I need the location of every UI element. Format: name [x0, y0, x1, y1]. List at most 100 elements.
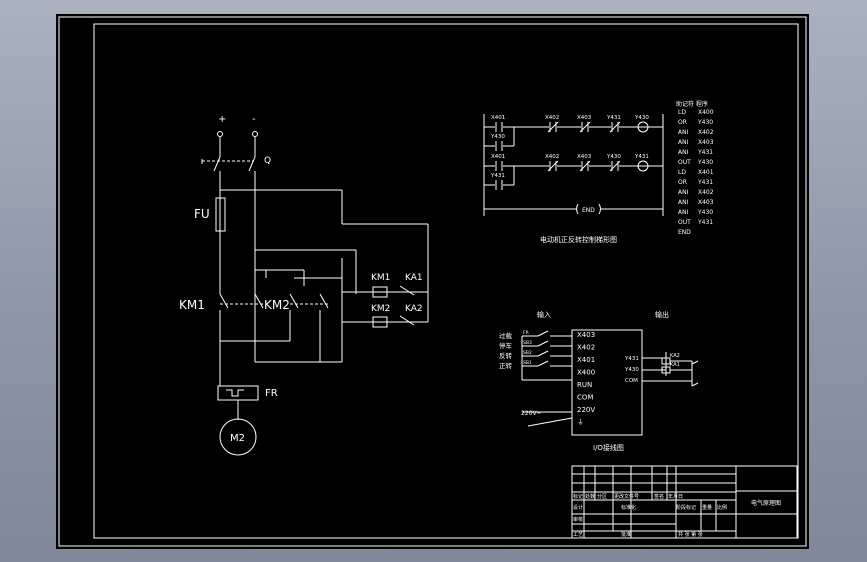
- motor-label: M2: [230, 433, 245, 444]
- plc-terminal-label: X400: [577, 369, 595, 377]
- instruction-mnemonic: LD: [678, 109, 686, 116]
- io-switch-label: SB3: [523, 340, 532, 346]
- ladder-coil-label: Y431: [634, 154, 649, 160]
- io-input-label: 反转: [499, 351, 513, 360]
- plc-terminal-label: X401: [577, 356, 595, 364]
- motor-symbol: [219, 418, 257, 456]
- instruction-operand: X401: [698, 169, 714, 176]
- instruction-mnemonic: OUT: [678, 219, 691, 226]
- title-cell: 处数: [585, 493, 595, 500]
- ladder-contact-label: X401: [491, 115, 505, 121]
- title-block-cells: 标记处数分区更改文件号签名年月日设计标准化阶段标记重量比例审核工艺批准共 张 第…: [573, 493, 727, 538]
- ladder-contact-label: Y431: [606, 115, 621, 121]
- overload-label: FR: [265, 388, 278, 399]
- drawing-name: 电气原理图: [751, 499, 781, 507]
- instruction-operand: X400: [698, 109, 714, 116]
- input-header: 输入: [537, 310, 551, 319]
- supply-label: 220V~: [521, 410, 542, 417]
- input-switch-icon: [537, 330, 549, 337]
- ladder-contact-label: X401: [491, 154, 505, 160]
- title-cell: 阶段标记: [676, 504, 696, 511]
- relay-label: KA1: [670, 362, 680, 368]
- title-cell: 设计: [573, 504, 583, 511]
- end-label: END: [582, 207, 595, 214]
- instruction-operand: X402: [698, 189, 714, 196]
- minus-terminal: [252, 131, 258, 137]
- inner-border: [93, 23, 799, 539]
- io-switch-label: SB2: [523, 350, 532, 356]
- plc-terminal-label: X403: [577, 331, 595, 339]
- km2-label: KM2: [264, 298, 290, 312]
- plc-terminal-label: ⏚: [577, 419, 584, 427]
- title-cell: 标记: [573, 493, 583, 500]
- ladder-contact-label: X403: [577, 115, 592, 121]
- instruction-mnemonic: OR: [678, 179, 687, 186]
- title-block: 电气原理图 标记处数分区更改文件号签名年月日设计标准化阶段标记重量比例审核工艺批…: [571, 465, 798, 539]
- io-input-label: 停车: [499, 341, 513, 350]
- title-cell: 分区: [597, 493, 607, 500]
- switch-label: Q: [264, 156, 271, 166]
- coil-km1: [372, 286, 388, 298]
- minus-terminal-label: -: [252, 114, 256, 125]
- title-cell: 年月日: [668, 493, 683, 500]
- coil-km2-label: KM2: [371, 304, 390, 314]
- instruction-mnemonic: ANI: [678, 189, 689, 196]
- title-cell: 更改文件号: [614, 493, 639, 500]
- plc-terminal-label: 220V: [577, 406, 595, 414]
- ladder-contact: X401: [491, 115, 505, 132]
- km2-contacts: [289, 293, 329, 309]
- io-caption: I/O接线图: [593, 443, 624, 452]
- input-switch-icon: [537, 360, 549, 367]
- plc-terminal-label: X402: [577, 344, 595, 352]
- km1-contacts: [219, 293, 264, 309]
- ladder-contact-label: Y430: [490, 134, 505, 140]
- instruction-operand: Y431: [697, 219, 713, 226]
- plc-output-label: Y431: [624, 356, 639, 362]
- plc-block: [571, 329, 643, 436]
- plus-terminal-label: +: [218, 114, 226, 125]
- end-instruction: [576, 203, 601, 215]
- plus-terminal: [217, 131, 223, 137]
- instruction-list-header: 助记符 程序: [676, 100, 708, 108]
- instruction-operand: Y430: [697, 159, 713, 166]
- instruction-mnemonic: ANI: [678, 209, 689, 216]
- ladder-contact: X402: [545, 154, 559, 172]
- fuse-label: FU: [194, 207, 210, 221]
- instruction-operand: Y431: [697, 149, 713, 156]
- instruction-operand: X402: [698, 129, 714, 136]
- km1-label: KM1: [179, 298, 205, 312]
- ladder-coil-label: Y430: [634, 115, 649, 121]
- ladder-contact: X403: [577, 154, 592, 172]
- electrical-drawing: + - Q FU: [58, 16, 807, 547]
- io-input-row: 停车 SB3: [499, 340, 572, 350]
- ka1-label: KA1: [405, 273, 423, 283]
- ka2-label: KA2: [405, 304, 423, 314]
- instruction-mnemonic: END: [678, 229, 691, 236]
- instruction-operand: Y430: [697, 209, 713, 216]
- fuse-symbol: [215, 197, 226, 232]
- ladder-contact: X401: [491, 154, 505, 171]
- ladder-contact-label: X402: [545, 115, 559, 121]
- instruction-mnemonic: LD: [678, 169, 686, 176]
- ladder-coil: Y430: [634, 115, 649, 133]
- ladder-contact: X402: [545, 115, 559, 133]
- coil-km2: [372, 316, 388, 328]
- io-switch-label: SB1: [523, 360, 532, 366]
- drawing-canvas: + - Q FU: [56, 14, 809, 549]
- coil-km1-label: KM1: [371, 273, 390, 283]
- instruction-operand: X403: [698, 199, 714, 206]
- instruction-mnemonic: ANI: [678, 199, 689, 206]
- instruction-mnemonic: ANI: [678, 129, 689, 136]
- ladder-caption: 电动机正反转控制梯形图: [540, 235, 617, 244]
- ladder-contact-label: Y430: [606, 154, 621, 160]
- ladder-contact: Y431: [606, 115, 621, 133]
- ladder-contact: Y431: [490, 173, 505, 190]
